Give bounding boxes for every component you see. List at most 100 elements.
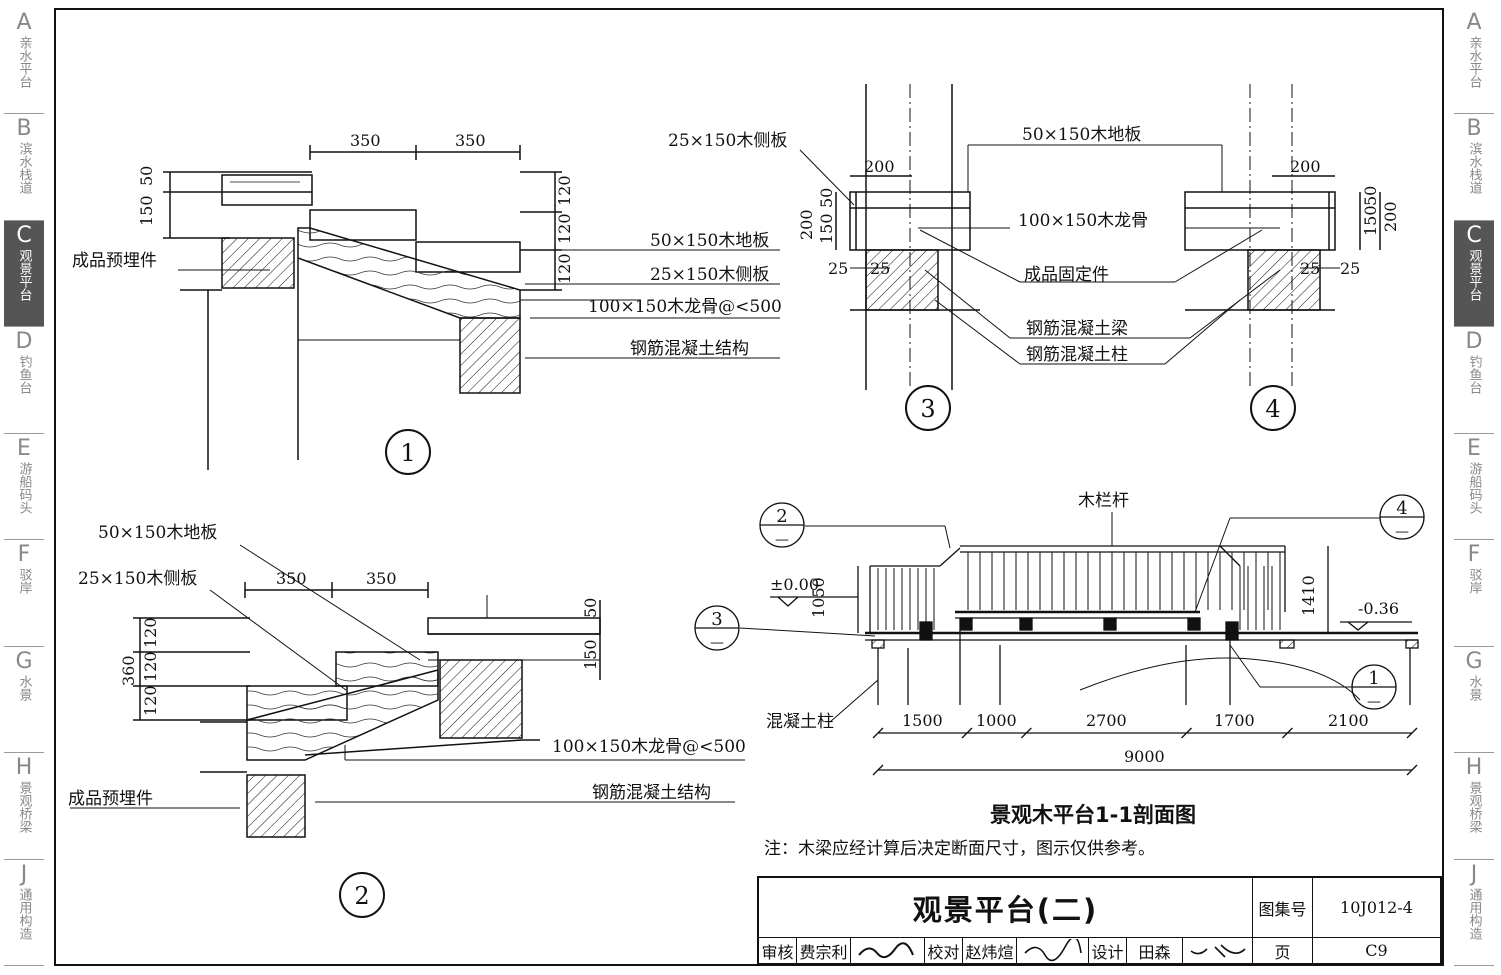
d1-label-embedded: 成品预埋件 (72, 251, 157, 271)
sidebar-tab-letter: C (1466, 222, 1482, 248)
sidebar-tab-letter: F (17, 542, 31, 568)
d34-dim-h150b: 150 (1361, 205, 1380, 236)
atlas-number: 10J012-4 (1313, 878, 1440, 938)
sidebar-tab-letter: E (1467, 435, 1481, 461)
sidebar-tab-name: 通用构造 (16, 887, 32, 940)
sidebar-tab-name: 景观桥梁 (1466, 781, 1482, 834)
section-span-1: 1000 (976, 711, 1017, 730)
section-span-2: 2700 (1086, 711, 1127, 730)
d2-label-structure: 钢筋混凝土结构 (592, 783, 711, 803)
d4-marker: 4 (1265, 395, 1280, 423)
d34-dim-25d: 25 (1340, 259, 1360, 278)
d2-marker: 2 (354, 882, 369, 910)
sidebar-tab-name: 驳岸 (1466, 568, 1482, 595)
d34-dim-h150a: 150 (817, 213, 836, 244)
section-span-4: 2100 (1328, 711, 1369, 730)
designer-name: 田森 (1127, 938, 1183, 963)
sidebar-tab-name: 游船码头 (16, 461, 32, 514)
reviewer-signature (851, 938, 925, 963)
d2-dim-150: 150 (581, 639, 600, 670)
design-label: 设计 (1089, 938, 1127, 963)
d34-label-joist: 100×150木龙骨 (1018, 211, 1148, 231)
d1-dim-120a: 120 (555, 175, 574, 206)
sidebar-tab-name: 观景平台 (1466, 248, 1482, 301)
check-label: 校对 (925, 938, 963, 963)
drawing-frame (54, 8, 1444, 966)
sidebar-tab-name: 驳岸 (16, 568, 32, 595)
d1-dim-50: 50 (137, 166, 156, 186)
d34-dim-25a: 25 (828, 259, 848, 278)
section-ref-2-den: — (775, 532, 789, 548)
review-label: 审核 (759, 938, 797, 963)
section-elev-1: -0.36 (1358, 599, 1399, 618)
section-h1410: 1410 (1299, 575, 1318, 616)
d1-dim-350a: 350 (350, 131, 381, 150)
d2-label-side: 25×150木侧板 (78, 569, 197, 589)
d1-dim-120b: 120 (555, 213, 574, 244)
sidebar-tab-name: 观景平台 (16, 248, 32, 301)
section-ref-3-num: 3 (711, 609, 722, 630)
d34-label-side: 25×150木侧板 (668, 131, 787, 151)
sheet-title: 观景平台(二) (759, 878, 1253, 938)
d1-label-side: 25×150木侧板 (650, 265, 769, 285)
sidebar-tab-letter: J (1470, 861, 1478, 887)
sidebar-tab-name: 游船码头 (1466, 461, 1482, 514)
section-h1050: 1050 (809, 577, 828, 618)
d2-dim-350a: 350 (276, 569, 307, 588)
reviewer-name: 费宗利 (797, 938, 851, 963)
sidebar-tab-letter: A (1466, 10, 1482, 35)
atlas-label: 图集号 (1253, 878, 1313, 938)
drawing-note: 注：木梁应经计算后决定断面尺寸，图示仅供参考。 (764, 839, 1155, 859)
section-label-railing: 木栏杆 (1078, 491, 1129, 511)
page-label: 页 (1253, 938, 1313, 963)
sidebar-tab-name: 水景 (1466, 674, 1482, 701)
d2-dim-360: 360 (119, 655, 138, 686)
sidebar-tab-letter: B (16, 116, 32, 142)
sidebar-tab-letter: C (16, 222, 32, 248)
sidebar-tab-letter: H (15, 755, 33, 781)
d34-dim-25c: 25 (1300, 259, 1320, 278)
section-span-0: 1500 (902, 711, 943, 730)
d34-dim-200b: 200 (1290, 157, 1321, 176)
sidebar-tab-name: 钓鱼台 (16, 355, 32, 395)
sidebar-tab-name: 钓鱼台 (1466, 355, 1482, 395)
checker-signature (1017, 938, 1089, 963)
designer-signature (1183, 938, 1253, 963)
sidebar-tab-letter: G (15, 648, 33, 674)
page-number: C9 (1365, 941, 1388, 960)
d1-dim-120c: 120 (555, 253, 574, 284)
d2-label-floor: 50×150木地板 (98, 523, 217, 543)
d1-label-joist: 100×150木龙骨@<500 (588, 297, 782, 317)
d34-label-beam: 钢筋混凝土梁 (1026, 319, 1128, 339)
sidebar-tab-name: 景观桥梁 (16, 781, 32, 834)
d34-label-fixing: 成品固定件 (1024, 265, 1109, 285)
sidebar-tab-letter: H (1465, 755, 1483, 781)
sidebar-tab-name: 通用构造 (1466, 887, 1482, 940)
section-span-3: 1700 (1214, 711, 1255, 730)
sidebar-tab-letter: D (15, 329, 33, 355)
detail-2 (70, 544, 745, 918)
section-total: 9000 (1124, 747, 1165, 766)
checker-name: 赵炜煊 (963, 938, 1017, 963)
